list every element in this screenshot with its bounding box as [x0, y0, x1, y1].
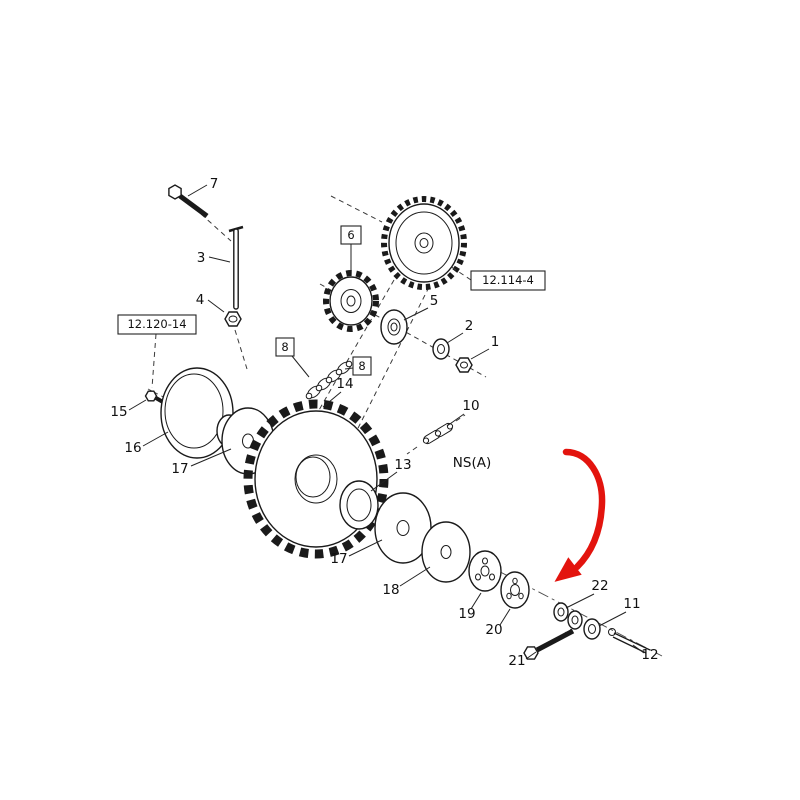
chain-sprocket-ref	[381, 196, 467, 290]
part-label-14: 14	[336, 376, 353, 392]
part-label-15: 15	[110, 404, 127, 420]
part-label-21: 21	[508, 653, 525, 669]
bolt-7	[168, 184, 209, 219]
callout-box-8a-label: 8	[281, 340, 288, 354]
callout-box-6: 6	[340, 225, 362, 245]
bolt-21	[523, 628, 575, 660]
washer-22b	[567, 610, 583, 630]
part-label-5: 5	[430, 293, 439, 309]
part-label-11: 11	[623, 596, 640, 612]
ref-link-12-114-4[interactable]: 12.114-4	[470, 270, 546, 291]
part-label-19: 19	[458, 606, 475, 622]
washer-22a	[553, 602, 569, 622]
ref-link-12-120-14-label[interactable]: 12.120-14	[127, 317, 186, 331]
ref-link-12-114-4-label[interactable]: 12.114-4	[482, 273, 534, 287]
part-label-1: 1	[491, 334, 500, 350]
ref-link-12-120-14[interactable]: 12.120-14	[117, 314, 197, 335]
part-label-16: 16	[124, 440, 141, 456]
note-nsa: NS(A)	[453, 455, 491, 471]
disc-18	[421, 521, 471, 583]
chain-link-10	[406, 414, 466, 455]
highlight-arrow	[554, 448, 606, 582]
part-label-20: 20	[485, 622, 502, 638]
part-label-12: 12	[641, 647, 658, 663]
callout-box-8b-label: 8	[358, 359, 365, 373]
part-label-7: 7	[210, 176, 219, 192]
pin-3	[228, 225, 244, 310]
part-label-17-left: 17	[171, 461, 188, 477]
plate-19	[468, 550, 502, 592]
pulley-5	[380, 309, 408, 345]
part-labels: 7 3 4 5 2 1 14 15 16 17 13 10 NS(A) 17 1…	[110, 176, 658, 669]
part-label-2: 2	[465, 318, 474, 334]
nut-1	[455, 357, 473, 373]
part-label-17-right: 17	[330, 551, 347, 567]
part-label-4: 4	[196, 292, 205, 308]
washer-11	[583, 618, 601, 640]
chain-links-8	[305, 360, 353, 400]
part-label-22: 22	[591, 578, 608, 594]
part-label-10: 10	[462, 398, 479, 414]
callout-box-6-label: 6	[347, 228, 354, 242]
part-label-18: 18	[382, 582, 399, 598]
nut-4	[224, 311, 242, 327]
leader-lines	[128, 184, 645, 660]
callout-box-8b: 8	[352, 356, 372, 376]
bearing-ring-13	[339, 480, 379, 530]
disc-17-right	[374, 492, 432, 564]
washer-2	[432, 338, 450, 360]
part-label-13: 13	[394, 457, 411, 473]
plate-20	[500, 571, 530, 609]
callout-box-8a: 8	[275, 337, 295, 357]
sprocket-6	[323, 270, 379, 332]
part-label-3: 3	[197, 250, 206, 266]
